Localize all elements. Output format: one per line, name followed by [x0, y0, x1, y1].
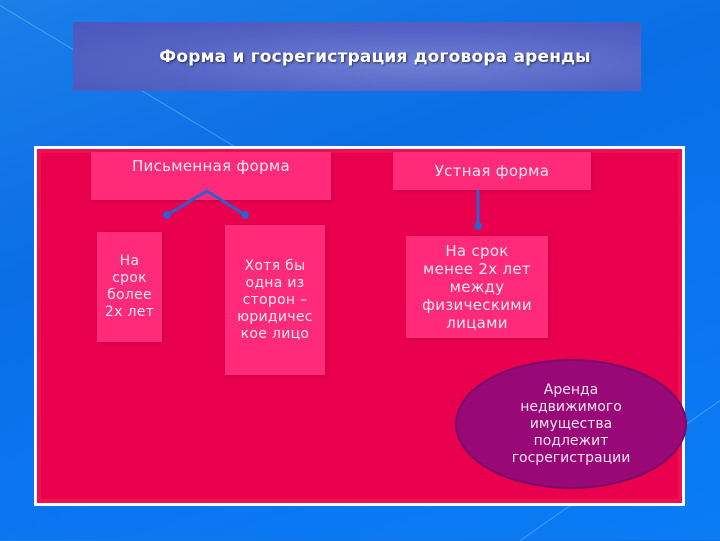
- box-line: срок: [112, 270, 147, 286]
- oral-form-box: Устная форма: [393, 152, 591, 190]
- box-line: физическими: [422, 296, 532, 314]
- box-line: На срок: [445, 242, 509, 260]
- registration-note-ellipse: Аренда недвижимого имущества подлежит го…: [455, 359, 687, 489]
- note-line: имущества: [529, 415, 613, 432]
- box-line: кое лицо: [240, 325, 310, 342]
- slide-title: Форма и госрегистрация договора аренды: [159, 46, 591, 67]
- box-line: одна из: [245, 274, 305, 291]
- box-line: На: [119, 253, 140, 269]
- box-line: 2х лет: [104, 304, 155, 320]
- note-line: недвижимого: [520, 398, 622, 415]
- written-form-box: Письменная форма: [91, 152, 331, 200]
- box-line: менее 2х лет: [423, 260, 531, 278]
- legal-entity-party-box: Хотя бы одна из сторон – юридичес кое ли…: [225, 225, 325, 375]
- oral-form-label: Устная форма: [434, 161, 550, 180]
- note-line: подлежит: [533, 432, 609, 449]
- box-line: сторон –: [242, 291, 308, 308]
- title-bar: Форма и госрегистрация договора аренды: [73, 22, 641, 91]
- term-over-2-years-box: На срок более 2х лет: [97, 232, 162, 342]
- term-under-2-years-box: На срок менее 2х лет между физическими л…: [406, 236, 548, 338]
- box-line: лицами: [446, 314, 508, 332]
- box-line: Хотя бы: [244, 257, 306, 274]
- box-line: более: [107, 287, 152, 303]
- note-line: Аренда: [543, 381, 599, 398]
- box-line: между: [449, 278, 505, 296]
- note-line: госрегистрации: [511, 449, 631, 466]
- written-form-label: Письменная форма: [131, 157, 291, 175]
- box-line: юридичес: [237, 308, 313, 325]
